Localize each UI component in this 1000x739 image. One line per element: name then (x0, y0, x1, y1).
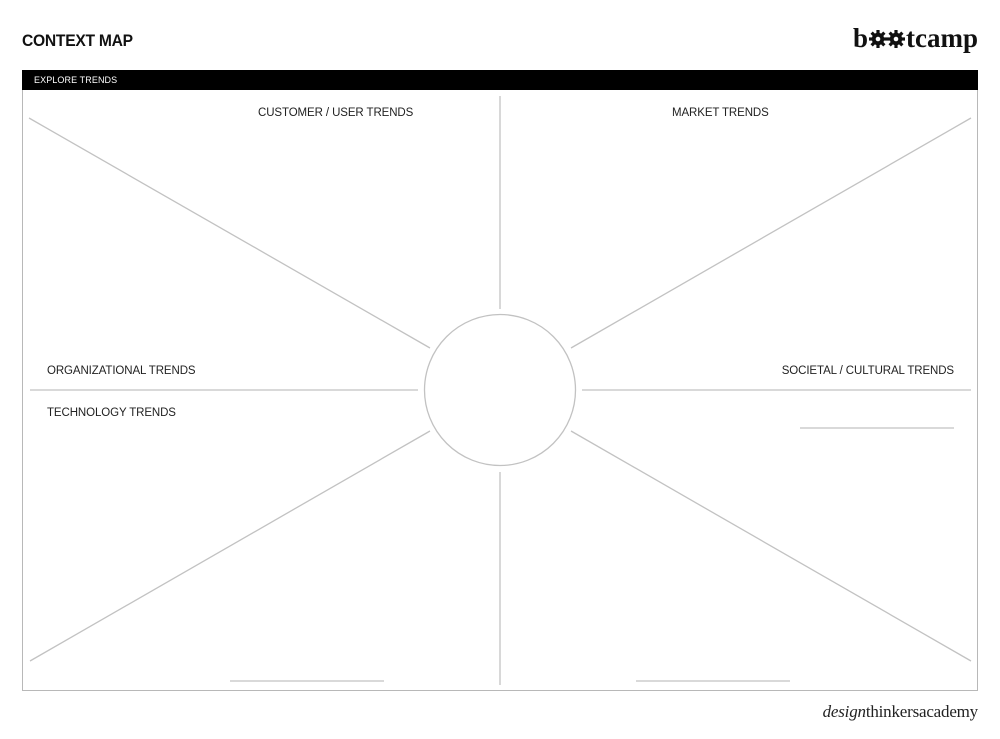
gear-icon (887, 30, 905, 48)
diagonal-top-left (28, 117, 431, 349)
gear-icon (869, 30, 887, 48)
footer-brand-design: design (822, 702, 866, 721)
center-circle (423, 313, 577, 467)
section-label-organizational: ORGANIZATIONAL TRENDS (47, 365, 196, 377)
bootcamp-logo: b tcamp (853, 23, 978, 53)
footer-brand-thinkers-academy: thinkersacademy (865, 702, 978, 721)
diagonal-bottom-left (29, 430, 431, 662)
section-label-customer-user: CUSTOMER / USER TRENDS (258, 107, 414, 119)
explore-trends-bar: EXPLORE TRENDS (22, 70, 978, 90)
diagonal-bottom-right (570, 430, 972, 662)
svg-text:b: b (853, 23, 868, 53)
diagonal-top-right (570, 117, 972, 349)
context-map-frame (22, 90, 978, 691)
section-label-societal-cultural: SOCIETAL / CULTURAL TRENDS (781, 365, 954, 377)
svg-text:tcamp: tcamp (906, 23, 978, 53)
section-label-market: MARKET TRENDS (672, 107, 769, 119)
section-label-technology: TECHNOLOGY TRENDS (47, 407, 176, 419)
footer-brand: designthinkersacademy (822, 702, 979, 722)
page-title: CONTEXT MAP (22, 31, 133, 50)
